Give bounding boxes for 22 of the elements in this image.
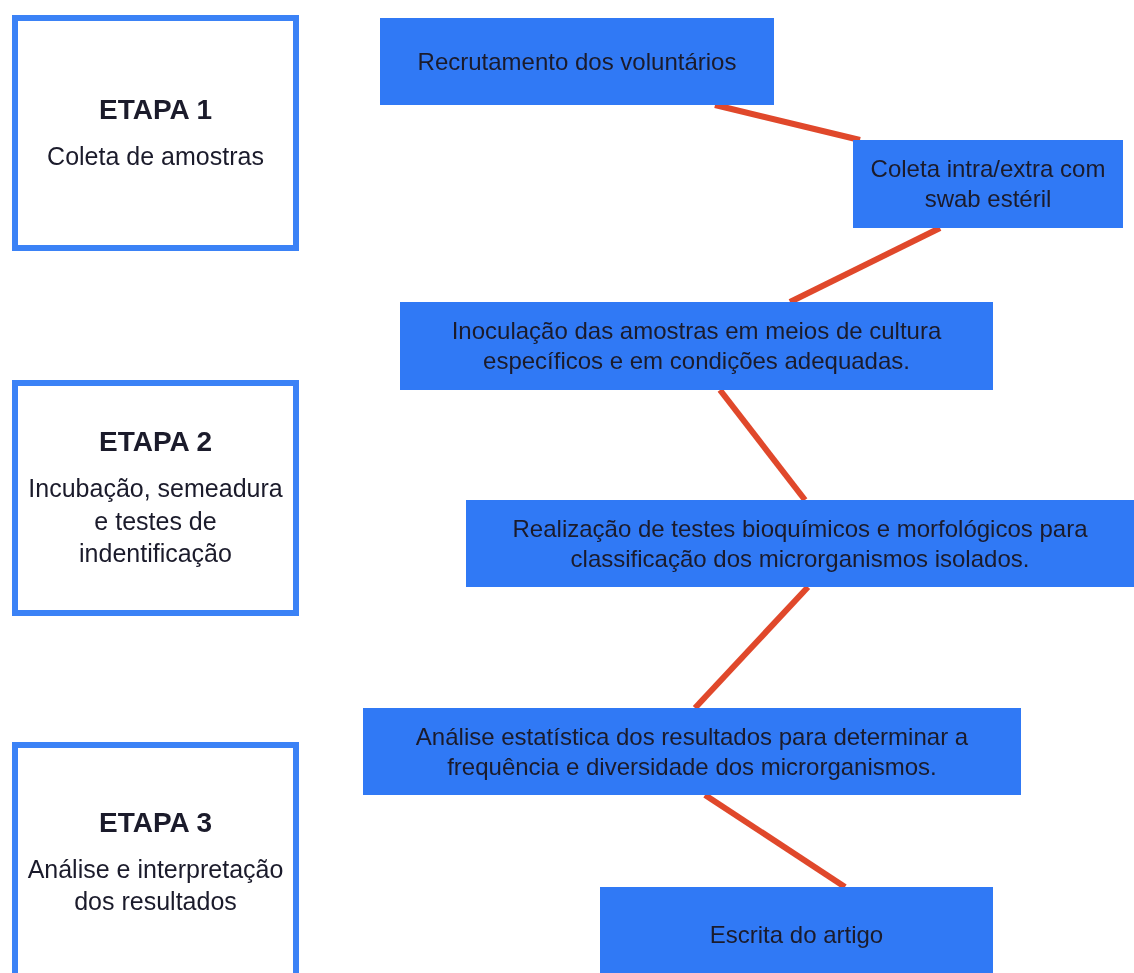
step-text: Realização de testes bioquímicos e morfológicos para classificação dos microrganismos isolados. [511,513,1089,574]
stage-description: Incubação, semeadura e testes de indentificação [27,473,284,570]
process-box [380,18,774,105]
process-box [466,500,1134,587]
process-box [363,708,1021,795]
step-text: Coleta intra/extra com swab estéril [869,154,1107,214]
process-box [400,302,993,390]
process-box [600,887,993,973]
stage-box [12,742,299,973]
stage-box [12,15,299,251]
stage-description: Análise e interpretação dos resultados [26,853,285,917]
step-text: Análise estatística dos resultados para determinar a frequência e diversidade dos microrganismos. [414,721,970,782]
stage-title: ETAPA 3 [98,806,213,839]
process-box [853,140,1123,228]
step-text: Recrutamento dos voluntários [417,46,737,77]
step-text: Inoculação das amostras em meios de cultura específicos e em condições adequadas. [450,316,943,376]
stage-title: ETAPA 2 [98,426,213,459]
step-text: Escrita do artigo [709,919,884,950]
stage-description: Coleta de amostras [47,140,264,172]
stage-title: ETAPA 1 [98,93,213,126]
stage-box [12,380,299,616]
connector-line [717,388,808,502]
